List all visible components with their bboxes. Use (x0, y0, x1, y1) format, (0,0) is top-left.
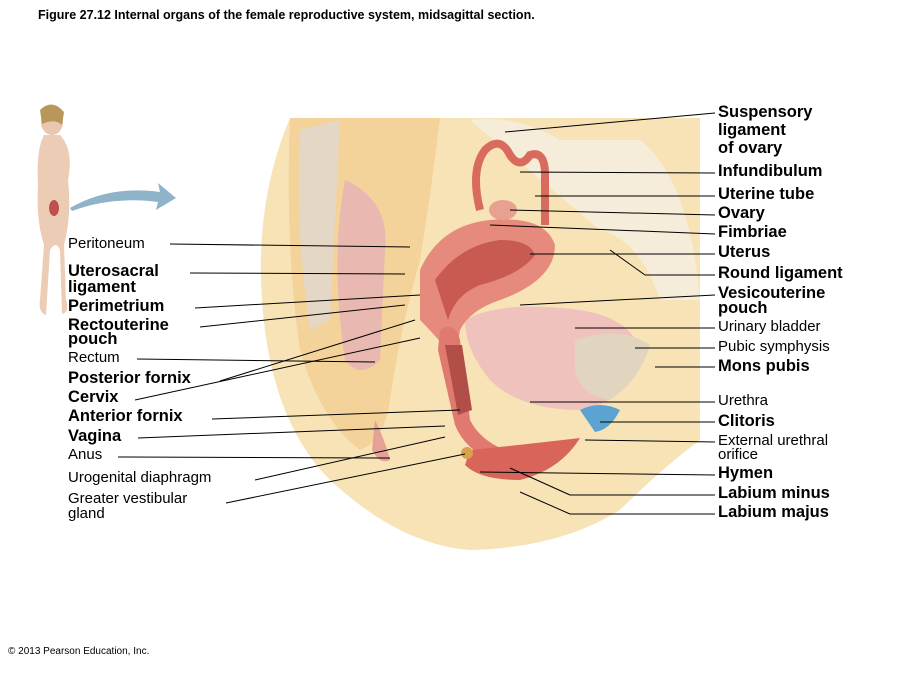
label-infundibulum: Infundibulum (718, 162, 823, 180)
label-clitoris: Clitoris (718, 412, 775, 430)
label-uterus: Uterus (718, 243, 771, 261)
label-suspensory-ligament-2: ligament (718, 121, 786, 139)
label-suspensory-ligament-3: of ovary (718, 139, 783, 157)
label-uterosacral-ligament: Uterosacral (68, 262, 159, 280)
label-vagina: Vagina (68, 427, 122, 445)
direction-arrow (70, 183, 176, 211)
label-uterosacral-ligament-2: ligament (68, 278, 136, 296)
copyright-notice: © 2013 Pearson Education, Inc. (8, 646, 150, 657)
label-rectum: Rectum (68, 349, 120, 366)
label-urogenital-diaphragm: Urogenital diaphragm (68, 469, 212, 486)
label-ovary: Ovary (718, 204, 765, 222)
label-greater-vestibular-gland: Greater vestibular (68, 490, 188, 507)
label-urethra: Urethra (718, 392, 769, 409)
label-peritoneum: Peritoneum (68, 235, 145, 252)
leader-lines (117, 112, 716, 515)
label-perimetrium: Perimetrium (68, 297, 165, 315)
label-hymen: Hymen (718, 464, 774, 482)
label-external-urethral-orifice-2: orifice (718, 446, 759, 463)
label-rectouterine-pouch: Rectouterine (68, 316, 169, 334)
label-greater-vestibular-gland-2: gland (68, 505, 105, 522)
label-suspensory-ligament: Suspensory (718, 103, 813, 121)
label-rectouterine-pouch-2: pouch (68, 330, 118, 348)
label-vesicouterine-pouch-2: pouch (718, 299, 768, 317)
label-labium-minus: Labium minus (718, 484, 830, 502)
label-fimbriae: Fimbriae (718, 223, 787, 241)
label-mons-pubis: Mons pubis (718, 357, 810, 375)
label-posterior-fornix: Posterior fornix (68, 369, 191, 387)
label-round-ligament: Round ligament (718, 264, 843, 282)
label-anus: Anus (68, 446, 103, 463)
label-uterine-tube: Uterine tube (718, 185, 815, 203)
label-pubic-symphysis: Pubic symphysis (718, 338, 830, 355)
label-urinary-bladder: Urinary bladder (718, 318, 821, 335)
figure-title: Figure 27.12 Internal organs of the fema… (38, 8, 535, 22)
label-anterior-fornix: Anterior fornix (68, 407, 183, 425)
label-cervix: Cervix (68, 388, 119, 406)
label-vesicouterine-pouch: Vesicouterine (718, 284, 826, 302)
body-orientation-figure (37, 104, 70, 315)
midsagittal-section (260, 118, 700, 550)
label-external-urethral-orifice: External urethral (718, 432, 829, 449)
label-labium-majus: Labium majus (718, 503, 829, 521)
